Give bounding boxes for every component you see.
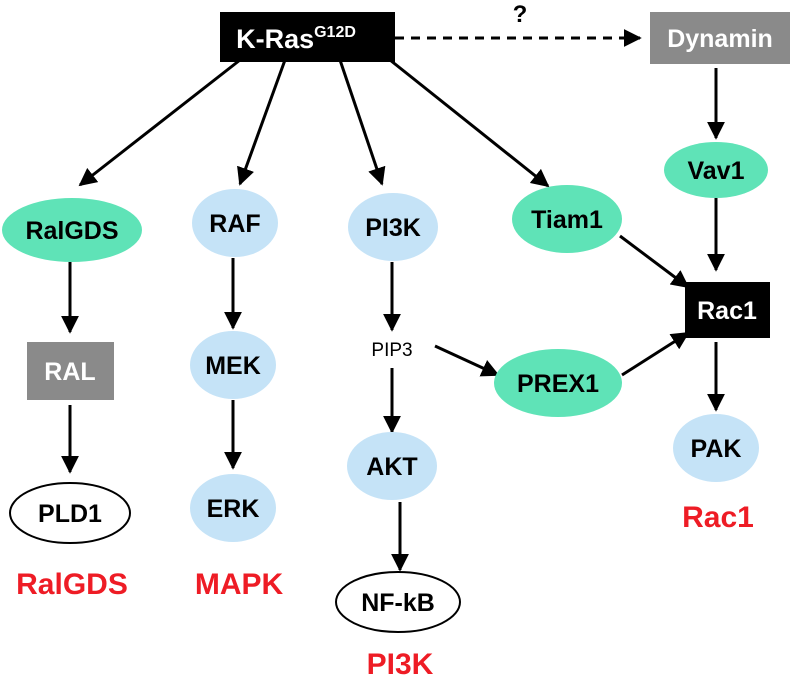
pak-label: PAK	[691, 435, 742, 463]
pathway-label-ralgds: RalGDS	[16, 568, 128, 601]
arrow-kras-pi3k	[338, 59, 386, 186]
pi3k-label: PI3K	[365, 214, 421, 242]
pak-node: PAK	[673, 414, 759, 482]
raf-label: RAF	[209, 210, 260, 238]
kras-g12d-node: K-RasG12D	[220, 12, 395, 62]
svg-text:K-RasG12D: K-RasG12D	[236, 24, 356, 54]
arrow-kras-ralgds	[78, 58, 241, 187]
unknown-link-question-mark: ?	[513, 1, 528, 28]
ralgds-label: RalGDS	[25, 217, 118, 245]
kras-label: K-Ras	[236, 24, 314, 54]
nfkb-node: NF-kB	[335, 571, 461, 633]
vav1-node: Vav1	[664, 142, 768, 198]
akt-node: AKT	[347, 432, 437, 500]
prex1-node: PREX1	[494, 349, 622, 417]
arrow-tiam1-rac1	[619, 234, 690, 289]
pathway-label-rac1: Rac1	[682, 501, 754, 534]
nfkb-label: NF-kB	[361, 589, 435, 617]
vav1-label: Vav1	[687, 157, 744, 185]
pi3k-node: PI3K	[348, 193, 438, 261]
ral-label: RAL	[44, 358, 95, 386]
arrow-kras-raf	[237, 59, 287, 186]
dynamin-label: Dynamin	[667, 25, 773, 53]
pld1-node: PLD1	[9, 482, 131, 544]
pip3-label: PIP3	[371, 340, 412, 361]
arrow-kras-tiam1	[389, 58, 550, 188]
mek-node: MEK	[190, 331, 276, 399]
akt-label: AKT	[366, 453, 417, 481]
kras-superscript: G12D	[314, 24, 356, 41]
tiam1-label: Tiam1	[531, 206, 603, 234]
pathway-label-pi3k: PI3K	[367, 648, 434, 679]
dynamin-node: Dynamin	[650, 12, 790, 64]
erk-node: ERK	[190, 474, 276, 542]
tiam1-node: Tiam1	[512, 185, 622, 253]
ral-node: RAL	[27, 342, 114, 400]
ralgds-node: RalGDS	[2, 198, 142, 262]
rac1-node: Rac1	[685, 282, 770, 338]
prex1-label: PREX1	[517, 370, 599, 398]
erk-label: ERK	[207, 495, 260, 523]
arrow-prex1-rac1	[621, 331, 690, 377]
raf-node: RAF	[192, 189, 278, 257]
pathway-label-mapk: MAPK	[195, 568, 284, 601]
mek-label: MEK	[205, 352, 261, 380]
pld1-label: PLD1	[38, 500, 102, 528]
edges	[61, 29, 725, 572]
rac1-label: Rac1	[697, 297, 757, 325]
arrow-pip3-prex1	[434, 344, 500, 377]
